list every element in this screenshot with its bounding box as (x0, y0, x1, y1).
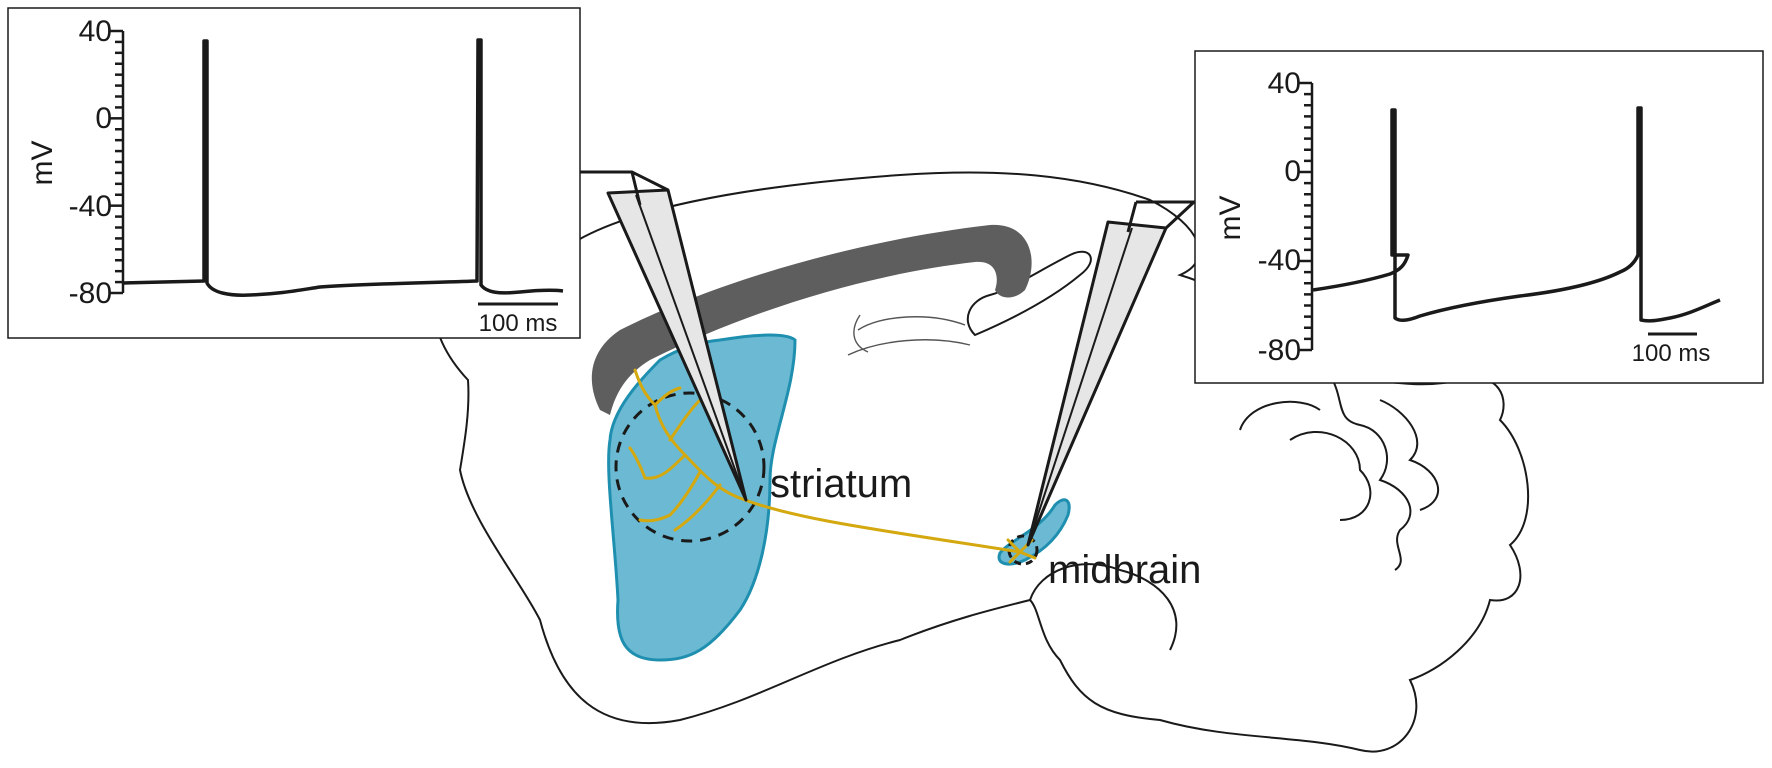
hippocampus-curve (847, 314, 971, 356)
midbrain-pipette (1026, 220, 1168, 547)
y-tick-label: 40 (1268, 67, 1301, 100)
dendrite (668, 470, 702, 517)
striatum-label: striatum (770, 462, 912, 506)
fornix-curve (966, 250, 1092, 337)
cerebellum-fold (1379, 399, 1440, 511)
dendrite (638, 513, 672, 523)
midbrain-label: midbrain (1048, 548, 1201, 592)
panel-frame (7, 7, 581, 339)
brain-outline (432, 171, 1530, 753)
dendrite (628, 446, 647, 480)
cerebellum-fold (1329, 374, 1412, 571)
cerebellum-fold (1289, 430, 1372, 521)
dendrite (643, 453, 687, 480)
striatum-target-circle (614, 391, 766, 543)
pons-curve (1029, 563, 1178, 651)
striatum-recording-panel: 40 0 -40 -80 mV 100 ms (7, 7, 581, 339)
midbrain-pipette-inner (1027, 227, 1133, 546)
scale-bar-label: 100 ms (479, 310, 558, 337)
voltage-trace (123, 38, 564, 297)
axon (743, 498, 1022, 554)
striatum-region (607, 333, 797, 662)
brain-slice-icon (432, 171, 1530, 753)
dendrite (673, 483, 722, 532)
recording-pipette-icon (578, 170, 1197, 547)
striatum-pipette-inner (635, 194, 747, 501)
cerebellum-fold (1239, 400, 1321, 431)
midbrain-recording-panel: 40 0 -40 -80 mV 100 ms (1194, 50, 1764, 384)
y-tick-label: -40 (69, 190, 112, 223)
y-axis-label: mV (26, 141, 59, 186)
dendrite (653, 386, 682, 407)
y-axis-ticks (109, 29, 123, 295)
scale-bar-label: 100 ms (1632, 340, 1711, 367)
midbrain-target-circle (1007, 534, 1039, 566)
voltage-trace (1312, 106, 1721, 323)
y-tick-label: -80 (1258, 334, 1301, 367)
neuron-axon-icon (628, 368, 1037, 564)
y-tick-label: -80 (69, 277, 112, 310)
dendrite (668, 398, 702, 442)
midbrain-dendrite (1006, 538, 1037, 564)
y-tick-label: -40 (1258, 244, 1301, 277)
y-axis-label: mV (1214, 196, 1247, 241)
y-tick-label: 0 (1284, 155, 1301, 188)
panel-frame (1194, 50, 1764, 384)
y-axis-ticks (1298, 81, 1312, 352)
y-tick-label: 0 (95, 102, 112, 135)
y-tick-label: 40 (79, 15, 112, 48)
dendrite (633, 368, 657, 407)
